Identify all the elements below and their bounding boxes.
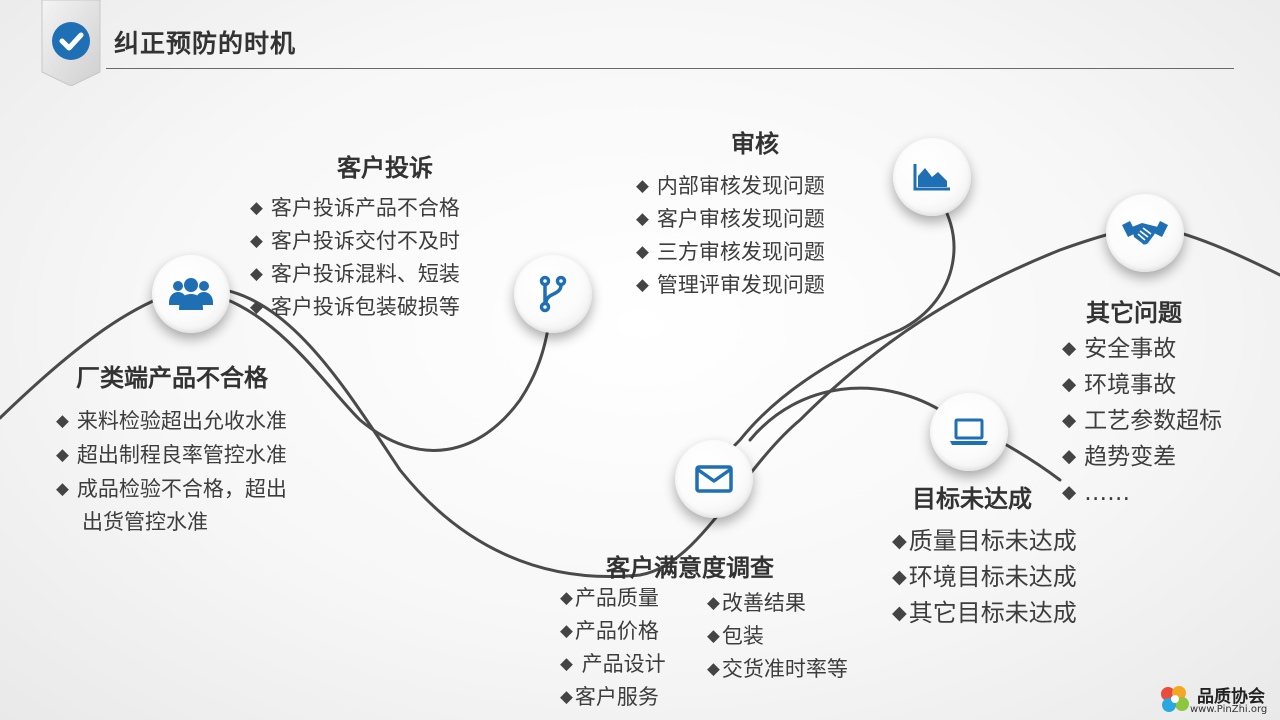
list-other: ◆安全事故 ◆环境事故 ◆工艺参数超标 ◆趋势变差 ◆…… <box>1062 331 1222 511</box>
list-item: ◆其它目标未达成 <box>892 599 1077 627</box>
list-item: ◆安全事故 <box>1062 336 1177 362</box>
inner-wave-1 <box>190 288 554 452</box>
node-area-chart <box>893 138 971 216</box>
list-item: ◆内部审核发现问题 <box>636 174 825 198</box>
list-item: 出货管控水准 <box>82 510 208 534</box>
list-item: ◆来料检验超出允收水准 <box>56 409 287 433</box>
mail-icon <box>695 465 733 493</box>
node-laptop <box>930 393 1008 471</box>
heading-other: 其它问题 <box>1086 299 1182 327</box>
list-item: ◆…… <box>1062 480 1131 506</box>
list-satisfaction-left: ◆产品质量 ◆产品价格 ◆ 产品设计 ◆客户服务 <box>560 581 666 713</box>
list-item: ◆环境事故 <box>1062 372 1177 398</box>
heading-audit: 审核 <box>731 130 779 158</box>
list-item: ◆客户服务 <box>560 685 659 709</box>
list-item: ◆客户投诉产品不合格 <box>250 196 460 220</box>
heading-factory: 厂类端产品不合格 <box>76 364 268 392</box>
list-item: ◆三方审核发现问题 <box>636 240 825 264</box>
list-item: ◆客户投诉混料、短装 <box>250 262 460 286</box>
list-factory: ◆来料检验超出允收水准 ◆超出制程良率管控水准 ◆成品检验不合格，超出 出货管控… <box>56 404 287 539</box>
list-item: ◆包装 <box>707 624 764 648</box>
list-item: ◆质量目标未达成 <box>892 527 1077 555</box>
area-chart-icon <box>913 164 950 191</box>
flower-logo-icon <box>1161 686 1189 712</box>
node-handshake <box>1106 194 1184 272</box>
list-audit: ◆内部审核发现问题 ◆客户审核发现问题 ◆三方审核发现问题 ◆管理评审发现问题 <box>636 169 825 301</box>
list-item: ◆成品检验不合格，超出 <box>56 477 287 501</box>
list-item: ◆超出制程良率管控水准 <box>56 443 287 467</box>
node-mail <box>675 440 753 518</box>
list-item: ◆产品质量 <box>560 586 659 610</box>
list-item: ◆环境目标未达成 <box>892 563 1077 591</box>
list-item: ◆ 产品设计 <box>560 652 666 676</box>
list-item: ◆产品价格 <box>560 619 659 643</box>
users-icon <box>169 278 213 310</box>
check-badge-icon <box>41 0 101 86</box>
heading-satisfaction: 客户满意度调查 <box>606 554 774 582</box>
logo-url[interactable]: www.PinZhi.org <box>1190 704 1268 715</box>
list-item: ◆工艺参数超标 <box>1062 408 1223 434</box>
list-item: ◆客户投诉包装破损等 <box>250 295 460 319</box>
list-complaint: ◆客户投诉产品不合格 ◆客户投诉交付不及时 ◆客户投诉混料、短装 ◆客户投诉包装… <box>250 191 460 323</box>
heading-complaint: 客户投诉 <box>337 154 433 182</box>
list-item: ◆客户审核发现问题 <box>636 207 825 231</box>
list-item: ◆趋势变差 <box>1062 444 1177 470</box>
list-item: ◆改善结果 <box>707 591 806 615</box>
node-users <box>152 255 230 333</box>
inner-wave-3 <box>748 386 1062 482</box>
page-title: 纠正预防的时机 <box>114 29 297 58</box>
list-item: ◆客户投诉交付不及时 <box>250 229 460 253</box>
list-item: ◆交货准时率等 <box>707 657 848 681</box>
handshake-icon <box>1122 221 1168 245</box>
list-satisfaction-right: ◆改善结果 ◆包装 ◆交货准时率等 <box>707 586 848 685</box>
list-target: ◆质量目标未达成 ◆环境目标未达成 ◆其它目标未达成 <box>892 523 1077 631</box>
list-item: ◆管理评审发现问题 <box>636 273 825 297</box>
node-branch <box>514 255 592 333</box>
logo-name: 品质协会 <box>1197 687 1265 707</box>
heading-target: 目标未达成 <box>912 485 1032 513</box>
title-divider <box>106 68 1234 69</box>
branch-icon <box>539 275 567 313</box>
laptop-icon <box>950 418 988 445</box>
